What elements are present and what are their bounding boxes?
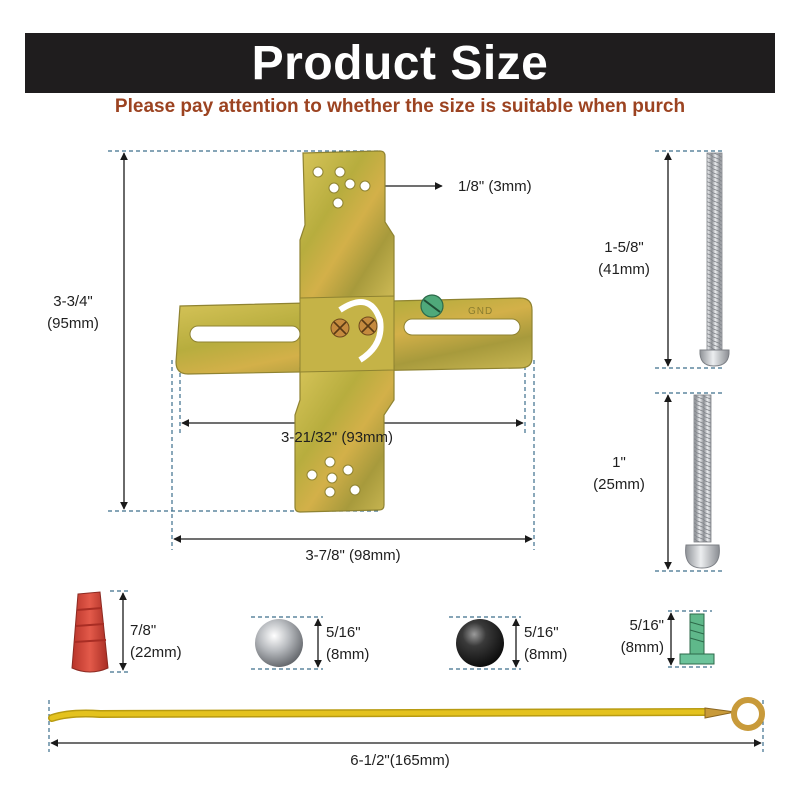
long-screw-mm: (41mm) <box>598 261 650 278</box>
wire-nut-mm: (22mm) <box>130 644 182 661</box>
black-ball-mm: (8mm) <box>524 646 568 663</box>
ground-screw-in: 5/16" <box>629 617 664 634</box>
title-banner: Product Size <box>25 33 775 93</box>
gnd-marking: GND <box>468 306 493 317</box>
silver-ball <box>255 619 303 667</box>
ground-screw-mm: (8mm) <box>620 639 664 656</box>
silver-ball-label: 5/16" (8mm) <box>326 622 369 666</box>
black-ball <box>456 619 504 667</box>
long-screw <box>699 152 730 367</box>
silver-ball-mm: (8mm) <box>326 646 370 663</box>
wire-nut-label: 7/8" (22mm) <box>130 620 182 664</box>
page-subtitle: Please pay attention to whether the size… <box>114 96 686 117</box>
short-screw-mm: (25mm) <box>593 476 645 493</box>
wire-nut-in: 7/8" <box>130 622 157 639</box>
short-screw-in: 1" <box>612 454 626 471</box>
bracket-width-label: 3-7/8" (98mm) <box>305 547 401 564</box>
ground-screw <box>679 613 715 665</box>
page-title: Product Size <box>251 36 549 90</box>
ground-screw-label: 5/16" (8mm) <box>596 615 664 659</box>
hole-size-label: 1/8" (3mm) <box>458 178 532 195</box>
short-screw-label: 1" (25mm) <box>580 452 658 496</box>
bracket-height-in: 3-3/4" <box>53 293 93 310</box>
short-screw <box>685 394 720 569</box>
ground-wire-label: 6-1/2"(165mm) <box>350 752 450 769</box>
black-ball-in: 5/16" <box>524 624 559 641</box>
ground-wire <box>48 697 765 731</box>
long-screw-in: 1-5/8" <box>604 239 644 256</box>
bracket-height-mm: (95mm) <box>47 315 99 332</box>
silver-ball-in: 5/16" <box>326 624 361 641</box>
long-screw-label: 1-5/8" (41mm) <box>586 237 662 281</box>
black-ball-label: 5/16" (8mm) <box>524 622 567 666</box>
bracket-height-label: 3-3/4" (95mm) <box>30 291 116 335</box>
slot-width-label: 3-21/32" (93mm) <box>280 429 394 446</box>
crossbar-bracket <box>175 150 533 513</box>
wire-nut <box>71 591 109 673</box>
